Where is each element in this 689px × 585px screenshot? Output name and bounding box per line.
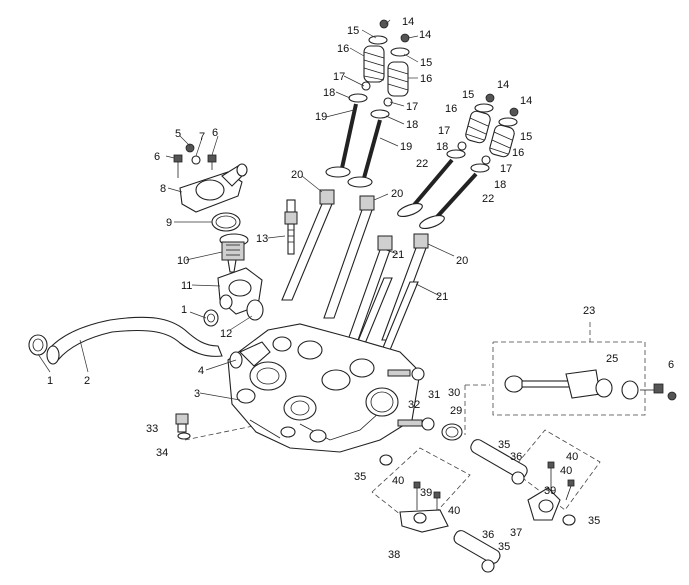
callout-18a: 18 bbox=[323, 87, 335, 99]
hose-clamp-right bbox=[203, 309, 219, 327]
rocker-shafts bbox=[379, 439, 576, 573]
callout-33: 33 bbox=[146, 423, 158, 435]
exhaust-fittings bbox=[365, 367, 463, 441]
tensioner-assembly-frame bbox=[492, 341, 646, 416]
callout-16a: 16 bbox=[337, 43, 349, 55]
thermostat-o-ring bbox=[211, 212, 241, 232]
callout-23: 23 bbox=[583, 305, 595, 317]
callout-36b: 36 bbox=[482, 529, 494, 541]
callout-35a: 35 bbox=[354, 471, 366, 483]
callout-20c: 20 bbox=[456, 255, 468, 267]
callout-35c: 35 bbox=[588, 515, 600, 527]
callout-20a: 20 bbox=[291, 169, 303, 181]
callout-18d: 18 bbox=[494, 179, 506, 191]
callout-12: 12 bbox=[220, 328, 232, 340]
callout-35d: 35 bbox=[498, 541, 510, 553]
valve-stack-right bbox=[397, 93, 519, 230]
callout-6c: 6 bbox=[668, 359, 674, 371]
callout-20b: 20 bbox=[391, 188, 403, 200]
callout-17d: 17 bbox=[500, 163, 512, 175]
thermostat-bolts bbox=[173, 143, 217, 178]
cylinder-head bbox=[227, 323, 421, 453]
callout-13: 13 bbox=[256, 233, 268, 245]
callout-19b: 19 bbox=[400, 141, 412, 153]
head-studs bbox=[281, 189, 429, 351]
callout-40b: 40 bbox=[448, 505, 460, 517]
callout-40a: 40 bbox=[392, 475, 404, 487]
callout-34: 34 bbox=[156, 447, 168, 459]
callout-29: 29 bbox=[450, 405, 462, 417]
rocker-assembly-frame-right bbox=[511, 429, 601, 511]
callout-18c: 18 bbox=[436, 141, 448, 153]
callout-37: 37 bbox=[510, 527, 522, 539]
callout-25: 25 bbox=[606, 353, 618, 365]
callout-38: 38 bbox=[388, 549, 400, 561]
callout-1: 1 bbox=[47, 375, 53, 387]
callout-15c: 15 bbox=[462, 89, 474, 101]
rocker-arms bbox=[399, 461, 575, 533]
callout-16c: 16 bbox=[445, 103, 457, 115]
callout-14d: 14 bbox=[520, 95, 532, 107]
callout-15a: 15 bbox=[347, 25, 359, 37]
thermostat bbox=[219, 233, 249, 273]
callout-14c: 14 bbox=[497, 79, 509, 91]
leader-lines bbox=[37, 19, 455, 401]
callout-31: 31 bbox=[428, 389, 440, 401]
o-ring-12 bbox=[246, 299, 264, 321]
hose-clamp-left bbox=[28, 334, 48, 356]
callout-19a: 19 bbox=[315, 111, 327, 123]
valve-stack-left bbox=[325, 19, 410, 188]
callout-30: 30 bbox=[448, 387, 460, 399]
callout-3: 3 bbox=[194, 388, 200, 400]
callout-32: 32 bbox=[408, 399, 420, 411]
callout-6b: 6 bbox=[154, 151, 160, 163]
callout-4: 4 bbox=[198, 365, 204, 377]
callout-14b: 14 bbox=[419, 29, 431, 41]
callout-8: 8 bbox=[160, 183, 166, 195]
callout-22b: 22 bbox=[482, 193, 494, 205]
callout-35b: 35 bbox=[498, 439, 510, 451]
callout-11: 11 bbox=[181, 280, 192, 292]
callout-39b: 39 bbox=[544, 485, 556, 497]
callout-17b: 17 bbox=[406, 101, 418, 113]
callout-40d: 40 bbox=[560, 465, 572, 477]
spark-plug bbox=[284, 199, 298, 255]
callout-21b: 21 bbox=[436, 291, 448, 303]
callout-16b: 16 bbox=[420, 73, 432, 85]
callout-labels: 1 1 2 3 4 5 6 6 6 7 8 9 10 11 12 13 14 1… bbox=[47, 16, 674, 561]
callout-39a: 39 bbox=[420, 487, 432, 499]
callout-10: 10 bbox=[177, 255, 189, 267]
chain-tensioner bbox=[504, 369, 677, 401]
callout-9: 9 bbox=[166, 217, 172, 229]
callout-36a: 36 bbox=[510, 451, 522, 463]
callout-6a: 6 bbox=[212, 127, 218, 139]
callout-15d: 15 bbox=[520, 131, 532, 143]
callout-17a: 17 bbox=[333, 71, 345, 83]
callout-5: 5 bbox=[175, 128, 181, 140]
callout-21a: 21 bbox=[392, 249, 404, 261]
drain-bolt bbox=[175, 413, 191, 440]
callout-40c: 40 bbox=[566, 451, 578, 463]
callout-1b: 1 bbox=[181, 304, 187, 316]
callout-18b: 18 bbox=[406, 119, 418, 131]
callout-7: 7 bbox=[199, 131, 205, 143]
thermostat-cover bbox=[179, 163, 248, 213]
callout-16d: 16 bbox=[512, 147, 524, 159]
callout-2: 2 bbox=[84, 375, 90, 387]
callout-22a: 22 bbox=[416, 158, 428, 170]
callout-15b: 15 bbox=[420, 57, 432, 69]
callout-14a: 14 bbox=[402, 16, 414, 28]
coolant-hose bbox=[46, 316, 223, 365]
callout-17c: 17 bbox=[438, 125, 450, 137]
